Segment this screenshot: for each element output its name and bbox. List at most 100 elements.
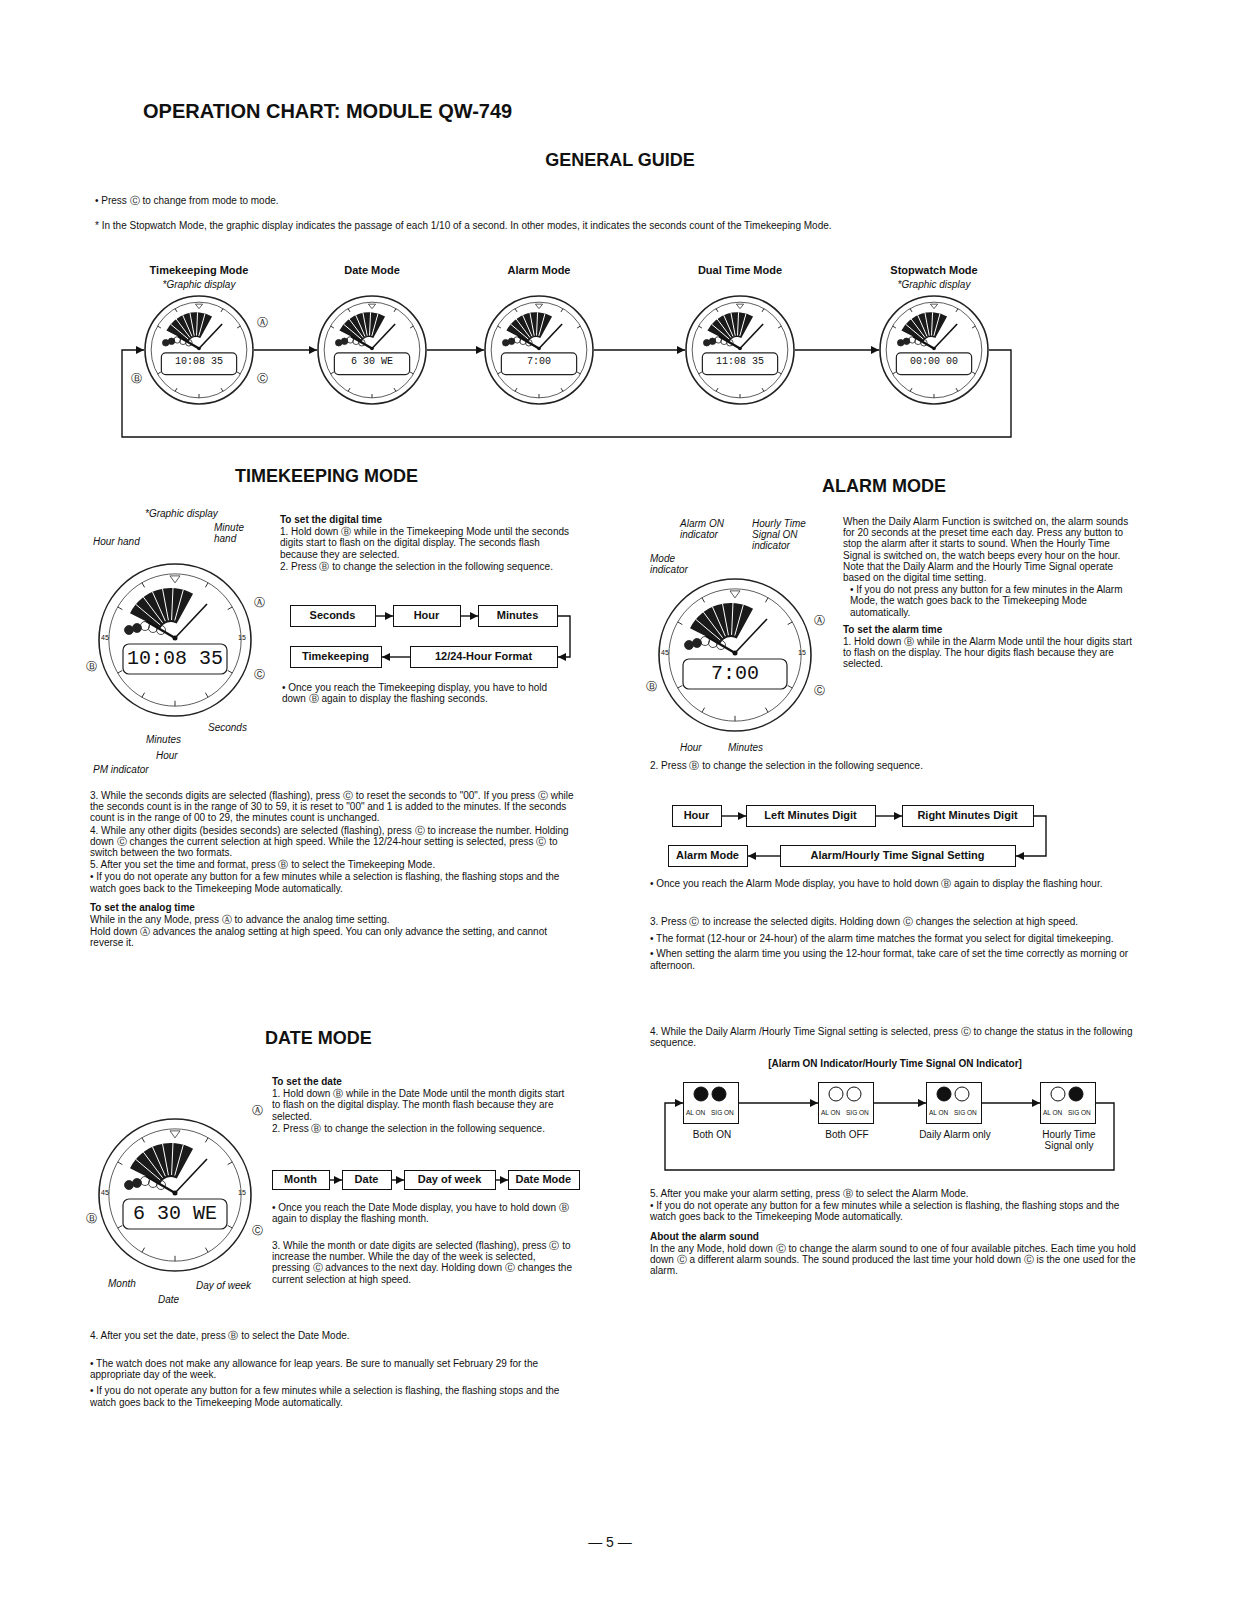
watch-drawing: [99, 564, 251, 716]
callout-label: Day of week: [196, 1280, 266, 1291]
mode-watch: Timekeeping Mode*Graphic display10:08 35: [144, 295, 254, 405]
button-letter: Ⓒ: [257, 372, 269, 384]
dial-tick: [331, 372, 334, 374]
hand-pivot: [370, 347, 374, 351]
watch-bezel: [109, 574, 241, 706]
button-letter: Ⓐ: [814, 614, 826, 626]
dial-tick: [205, 693, 208, 698]
dial-tick: [158, 326, 161, 328]
dial-tick: [410, 372, 413, 374]
dial-tick: [577, 372, 580, 374]
watch-drawing: [491, 302, 587, 398]
indicator-state-box: AL ONSIG ONHourly Time Signal only: [1040, 1082, 1096, 1124]
callout-label: Hour: [156, 750, 196, 761]
graphic-display: [130, 588, 193, 629]
body-text: 5. After you set the time and format, pr…: [90, 859, 580, 870]
dial-tick: [765, 708, 768, 713]
sequence-box: Timekeeping: [290, 646, 382, 668]
graphic-display: [339, 312, 385, 341]
dial-tick: [221, 388, 223, 391]
callout-label: Date: [158, 1294, 198, 1305]
body-text: 3. While the month or date digits are se…: [272, 1240, 572, 1285]
flow-arrow: [427, 349, 484, 350]
graphic-segment: [163, 589, 169, 620]
indicator-label: SIG ON: [1068, 1109, 1091, 1116]
box-label: Timekeeping: [302, 650, 369, 662]
hour-hand: [706, 636, 735, 653]
graphic-segment: [731, 313, 735, 336]
flow-arrow: [665, 1103, 1114, 1170]
minute-hand: [934, 324, 957, 349]
indicator-label: SIG ON: [954, 1109, 977, 1116]
body-text: • When setting the alarm time you using …: [650, 948, 1140, 970]
flow-arrow: [496, 1179, 508, 1180]
dial-tick: [699, 326, 702, 328]
section-heading: 7:00: [685, 663, 785, 685]
indicator-icons: [684, 1083, 738, 1105]
dial-tick: [175, 1256, 176, 1261]
watch-bezel: [491, 302, 587, 398]
graphic-segment: [931, 312, 933, 335]
graphic-segment: [740, 314, 746, 336]
indicator-dot: [133, 624, 142, 633]
callout-label: Minutes: [728, 742, 778, 753]
body-text: • If you do not operate any button for a…: [90, 871, 580, 893]
callout-label: *Graphic display: [145, 508, 245, 519]
hour-hand: [351, 336, 372, 348]
body-text: 3. While the seconds digits are selected…: [90, 790, 580, 824]
watch-outline: [484, 295, 594, 405]
indicator-dot: [133, 1179, 142, 1188]
dial-tick: [410, 326, 413, 328]
indicator-dot: [125, 1181, 134, 1190]
lcd-window: [123, 644, 227, 674]
dial-tick: [175, 388, 177, 391]
hand-pivot: [733, 651, 738, 656]
sequence-box: Day of week: [404, 1170, 496, 1190]
watch-outline: [685, 295, 795, 405]
graphic-display: [130, 1143, 193, 1184]
dial-tick: [910, 388, 912, 391]
lcd-window: [334, 353, 409, 375]
dial-tick: [228, 607, 233, 610]
body-text: • If you do not operate any button for a…: [90, 1385, 580, 1407]
indicator-label: AL ON: [821, 1109, 840, 1116]
body-text: [Alarm ON Indicator/Hourly Time Signal O…: [650, 1058, 1140, 1069]
indicator-icons: [819, 1083, 873, 1105]
dial-tick: [778, 372, 781, 374]
mode-watch: Stopwatch Mode*Graphic display00:00 00: [879, 295, 989, 405]
graphic-segment: [732, 603, 733, 635]
body-text: Hold down Ⓐ advances the analog setting …: [90, 926, 580, 948]
mode-watch: Alarm Mode7:00: [484, 295, 594, 405]
dial-tick: [762, 309, 764, 312]
dial-tick: [394, 388, 396, 391]
body-text: 4. After you set the date, press Ⓑ to se…: [90, 1330, 580, 1341]
dial-tick: [716, 388, 718, 391]
hand-pivot: [173, 636, 178, 641]
dial-tick: [175, 701, 176, 706]
dial-tick: [221, 309, 223, 312]
watch-drawing: [659, 579, 811, 731]
dial-tick: [716, 309, 718, 312]
watch-drawing: [692, 302, 788, 398]
minute-hand: [740, 324, 763, 349]
digital-readout: 00:00 00: [898, 356, 970, 367]
page-title: OPERATION CHART: MODULE QW-749: [143, 100, 512, 122]
twelve-marker: [170, 576, 180, 583]
state-caption: Both ON: [674, 1129, 750, 1140]
body-text: 2. Press Ⓑ to change the selection in th…: [272, 1123, 572, 1134]
body-text: — 5 —: [560, 1535, 660, 1551]
callout-label: Month: [108, 1278, 158, 1289]
graphic-segment: [143, 597, 162, 623]
dial-tick: [118, 1225, 123, 1228]
graphic-segment: [934, 314, 940, 336]
watch-bezel: [324, 302, 420, 398]
dial-tick: [199, 394, 200, 398]
flow-arrow: [382, 656, 410, 657]
dial-tick: [788, 622, 793, 625]
bezel-number: 15: [798, 649, 812, 657]
flow-arrow: [594, 349, 685, 350]
dial-tick: [972, 372, 975, 374]
button-letter: Ⓒ: [252, 1224, 264, 1236]
twelve-marker: [736, 304, 743, 309]
